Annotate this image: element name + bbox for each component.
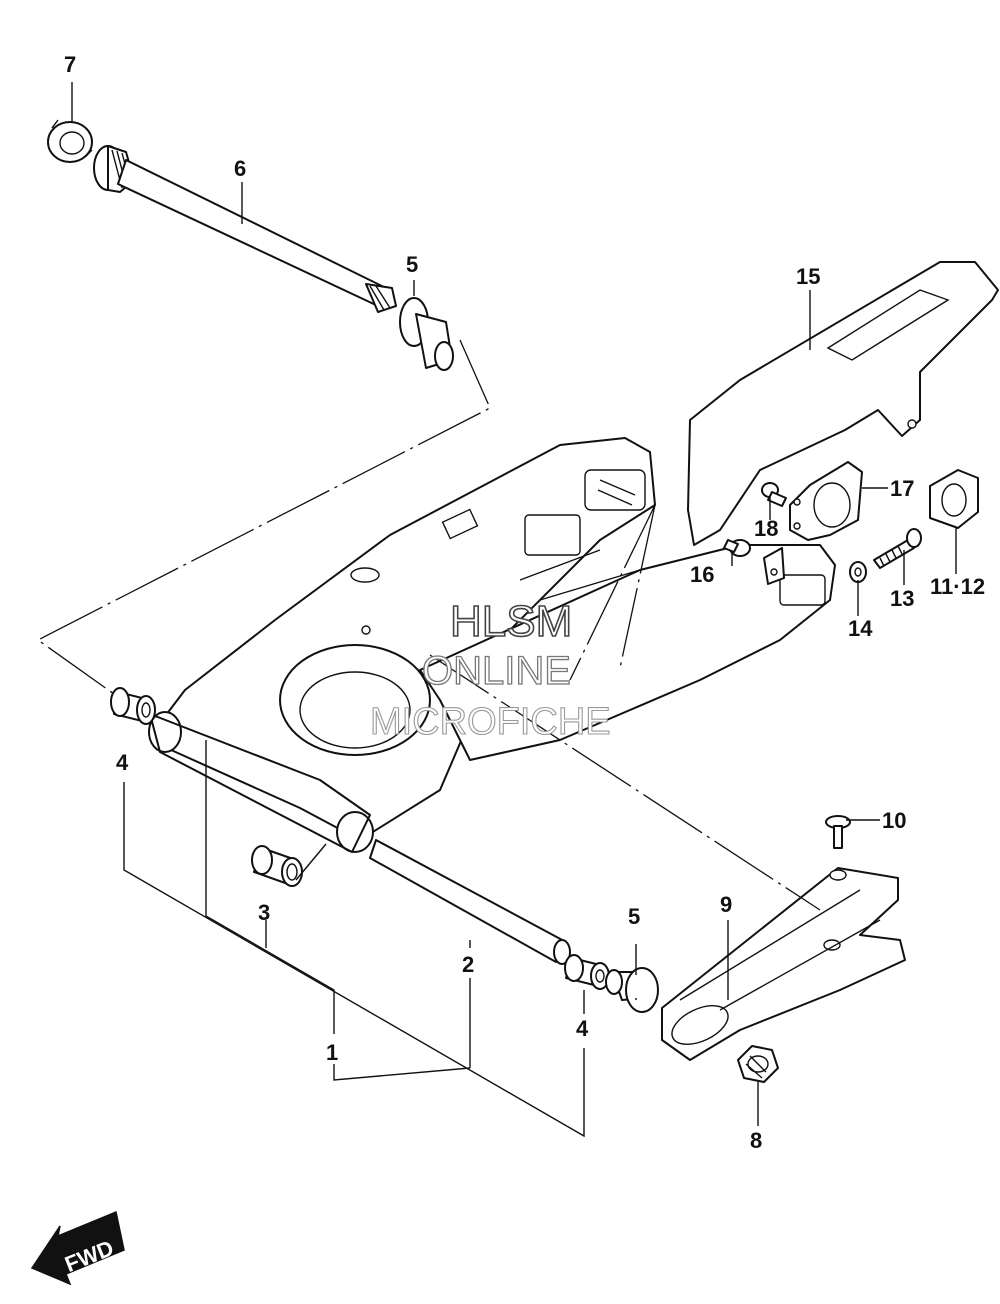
bracket-tab	[763, 547, 785, 585]
callout-5-lower: 5	[628, 904, 640, 929]
part-8-nut[interactable]	[737, 1045, 779, 1083]
part-13-bolt[interactable]	[873, 528, 922, 569]
callout-6: 6	[234, 156, 246, 181]
fwd-direction-badge: FWD	[30, 1210, 125, 1286]
part-6-pivot-shaft[interactable]	[93, 145, 397, 313]
part-5-collar-lower[interactable]	[605, 967, 659, 1013]
callout-10: 10	[882, 808, 906, 833]
callout-4-left: 4	[116, 750, 129, 775]
part-11-12-adjuster[interactable]	[929, 469, 979, 529]
callout-15: 15	[796, 264, 820, 289]
part-14-washer[interactable]	[849, 561, 867, 583]
callout-5-upper: 5	[406, 252, 418, 277]
part-10-screw[interactable]	[825, 815, 851, 849]
callout-8: 8	[750, 1128, 762, 1153]
callout-1: 1	[326, 1040, 338, 1065]
watermark-line-2: ONLINE	[422, 649, 571, 693]
watermark-line-3: MICROFICHE	[370, 701, 611, 743]
part-2-shaft[interactable]	[369, 839, 571, 965]
part-18-bolt[interactable]	[761, 482, 787, 507]
part-5-collar-upper[interactable]	[399, 297, 454, 371]
watermark: HLSM ONLINE MICROFICHE	[369, 596, 611, 743]
part-1-swingarm[interactable]	[148, 437, 836, 853]
callout-3: 3	[258, 900, 270, 925]
part-17-bracket[interactable]	[789, 461, 863, 541]
part-3-bearing[interactable]	[251, 845, 303, 887]
part-16-screw[interactable]	[723, 539, 751, 557]
callout-9: 9	[720, 892, 732, 917]
callout-2: 2	[462, 952, 474, 977]
callout-4-right: 4	[576, 1016, 589, 1041]
callout-7: 7	[64, 52, 76, 77]
callout-11-12: 11·12	[930, 574, 985, 599]
watermark-line-1: HLSM	[450, 597, 572, 646]
leader-lines	[36, 82, 957, 1138]
callout-16: 16	[690, 562, 714, 587]
part-4-bearing-left[interactable]	[110, 687, 156, 725]
callout-13: 13	[890, 586, 914, 611]
part-7-lock-nut[interactable]	[47, 119, 93, 163]
part-15-chain-cover[interactable]	[687, 261, 999, 546]
callout-18: 18	[754, 516, 778, 541]
callout-14: 14	[848, 616, 873, 641]
fwd-arrow-icon	[30, 1210, 125, 1286]
callout-17: 17	[890, 476, 914, 501]
part-4-bearing-right[interactable]	[564, 954, 610, 990]
part-9-chain-slider[interactable]	[661, 867, 906, 1061]
